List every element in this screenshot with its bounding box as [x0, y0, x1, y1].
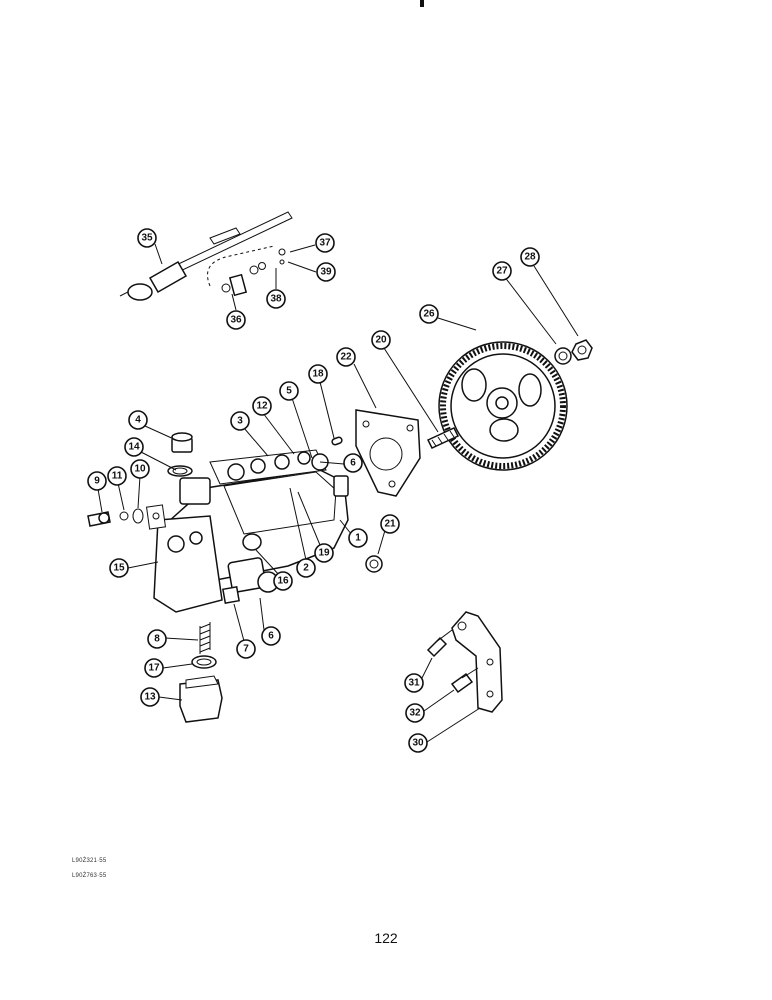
svg-text:2: 2: [303, 563, 309, 574]
callout-38: 38: [266, 289, 286, 309]
svg-text:16: 16: [277, 576, 289, 587]
callout-5: 5: [279, 381, 299, 401]
callout-8: 8: [147, 629, 167, 649]
svg-text:38: 38: [270, 294, 282, 305]
callout-28: 28: [520, 247, 540, 267]
svg-text:1: 1: [355, 533, 361, 544]
callout-6-lower: 6: [261, 626, 281, 646]
callout-2: 2: [296, 558, 316, 578]
svg-text:22: 22: [340, 352, 352, 363]
spring-seal-fitting: [179, 622, 223, 723]
svg-text:7: 7: [243, 644, 249, 655]
svg-text:4: 4: [135, 415, 141, 426]
callout-22: 22: [336, 347, 356, 367]
svg-text:3: 3: [237, 416, 243, 427]
svg-text:36: 36: [230, 315, 242, 326]
svg-text:17: 17: [148, 663, 160, 674]
svg-text:20: 20: [375, 335, 387, 346]
svg-text:11: 11: [112, 471, 123, 482]
svg-text:6: 6: [350, 458, 356, 469]
callout-17: 17: [144, 658, 164, 678]
callout-18: 18: [308, 364, 328, 384]
svg-text:5: 5: [286, 386, 292, 397]
callout-10: 10: [130, 459, 150, 479]
callout-1: 1: [348, 528, 368, 548]
svg-text:18: 18: [312, 369, 324, 380]
svg-text:21: 21: [384, 519, 396, 530]
drive-gear: [438, 339, 593, 471]
callout-37: 37: [315, 233, 335, 253]
gasket: [355, 409, 421, 497]
page-number: 122: [374, 930, 398, 946]
callout-39: 39: [316, 262, 336, 282]
callout-30: 30: [408, 733, 428, 753]
svg-text:19: 19: [318, 548, 330, 559]
callout-12: 12: [252, 396, 272, 416]
svg-text:27: 27: [496, 266, 508, 277]
callout-35: 35: [137, 228, 157, 248]
drive-cable-assembly: [119, 211, 293, 301]
svg-text:26: 26: [423, 309, 435, 320]
callout-20: 20: [371, 330, 391, 350]
svg-text:39: 39: [320, 267, 332, 278]
callout-36: 36: [226, 310, 246, 330]
svg-text:28: 28: [524, 252, 536, 263]
svg-text:8: 8: [154, 634, 160, 645]
injection-pump-body: [145, 449, 349, 613]
svg-text:35: 35: [141, 233, 153, 244]
callout-27: 27: [492, 261, 512, 281]
svg-text:9: 9: [94, 476, 100, 487]
callout-13: 13: [140, 687, 160, 707]
callout-15: 15: [109, 558, 129, 578]
svg-text:32: 32: [409, 708, 421, 719]
svg-text:37: 37: [319, 238, 331, 249]
svg-text:6: 6: [268, 631, 274, 642]
pump-fittings: [87, 432, 383, 573]
callout-32: 32: [405, 703, 425, 723]
callout-9: 9: [87, 471, 107, 491]
svg-text:31: 31: [408, 678, 420, 689]
svg-text:15: 15: [113, 563, 125, 574]
callout-31: 31: [404, 673, 424, 693]
illustration-reference-1: L90Ż321·55: [72, 858, 107, 864]
callout-7: 7: [236, 639, 256, 659]
callout-4: 4: [128, 410, 148, 430]
callout-6-upper: 6: [343, 453, 363, 473]
callout-16: 16: [273, 571, 293, 591]
svg-text:14: 14: [128, 442, 140, 453]
svg-text:30: 30: [412, 738, 424, 749]
svg-text:12: 12: [256, 401, 268, 412]
callout-21: 21: [380, 514, 400, 534]
svg-text:10: 10: [134, 464, 146, 475]
callout-19: 19: [314, 543, 334, 563]
callout-26: 26: [419, 304, 439, 324]
illustration-reference-2: L90Ż763·55: [72, 873, 107, 879]
svg-text:13: 13: [144, 692, 156, 703]
stud: [426, 427, 460, 449]
callout-11: 11: [107, 466, 127, 486]
callout-14: 14: [124, 437, 144, 457]
mounting-bracket: [426, 611, 503, 713]
callout-3: 3: [230, 411, 250, 431]
